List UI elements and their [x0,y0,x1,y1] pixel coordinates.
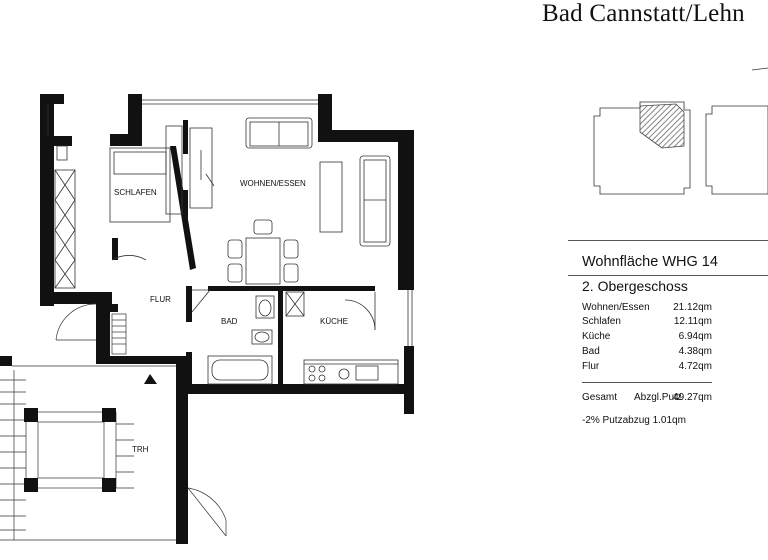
area-row: Küche 6.94qm [582,331,712,343]
total-value: 49.27qm [673,392,712,403]
area-row-value: 4.38qm [678,346,712,357]
divider [568,275,768,276]
room-label-trh: TRH [132,445,149,454]
area-row-name: Flur [582,361,600,372]
kitchen-fixtures [285,291,399,385]
floor-label: 2. Obergeschoss [582,278,688,294]
room-label-flur: FLUR [150,295,171,304]
interior-walls [96,120,375,386]
bedroom-wall [170,146,196,270]
area-row-value: 12.11qm [673,316,712,327]
area-row: Flur 4.72qm [582,361,712,373]
info-heading: Wohnfläche WHG 14 [582,254,718,270]
window-lines [47,99,413,346]
area-row-name: Schlafen [582,316,621,327]
divider [582,382,712,383]
page-title: Bad Cannstatt/Lehn [542,0,745,27]
room-label-schlafen: SCHLAFEN [114,188,157,197]
divider [568,240,768,241]
living-furniture [165,117,391,285]
hallway-details [55,303,127,355]
area-row-value: 4.72qm [678,361,712,372]
room-label-wohnen: WOHNEN/ESSEN [240,179,306,188]
bathroom-fixtures [191,289,275,385]
area-row: Bad 4.38qm [582,346,712,358]
area-row-name: Küche [582,331,611,342]
stairwell-pillars [24,408,116,492]
deduction-row: -2% Putzabzug 1.01qm [582,415,686,426]
total-note: Abzgl.Putz [634,392,682,403]
room-label-bad: BAD [221,317,238,326]
area-row: Schlafen 12.11qm [582,316,712,328]
area-row: Wohnen/Essen 21.12qm [582,302,712,314]
bedroom-furniture [54,145,171,289]
area-row-value: 21.12qm [673,302,712,313]
key-plan-highlight [639,103,685,149]
outer-walls [0,94,414,544]
area-row-value: 6.94qm [678,331,712,342]
area-row-name: Bad [582,346,600,357]
key-plan [593,67,768,195]
total-label: Gesamt [582,392,618,403]
room-label-kueche: KÜCHE [320,317,348,326]
stairwell [0,365,227,541]
entry-arrow-icon [144,374,157,384]
area-row-name: Wohnen/Essen [582,302,650,313]
